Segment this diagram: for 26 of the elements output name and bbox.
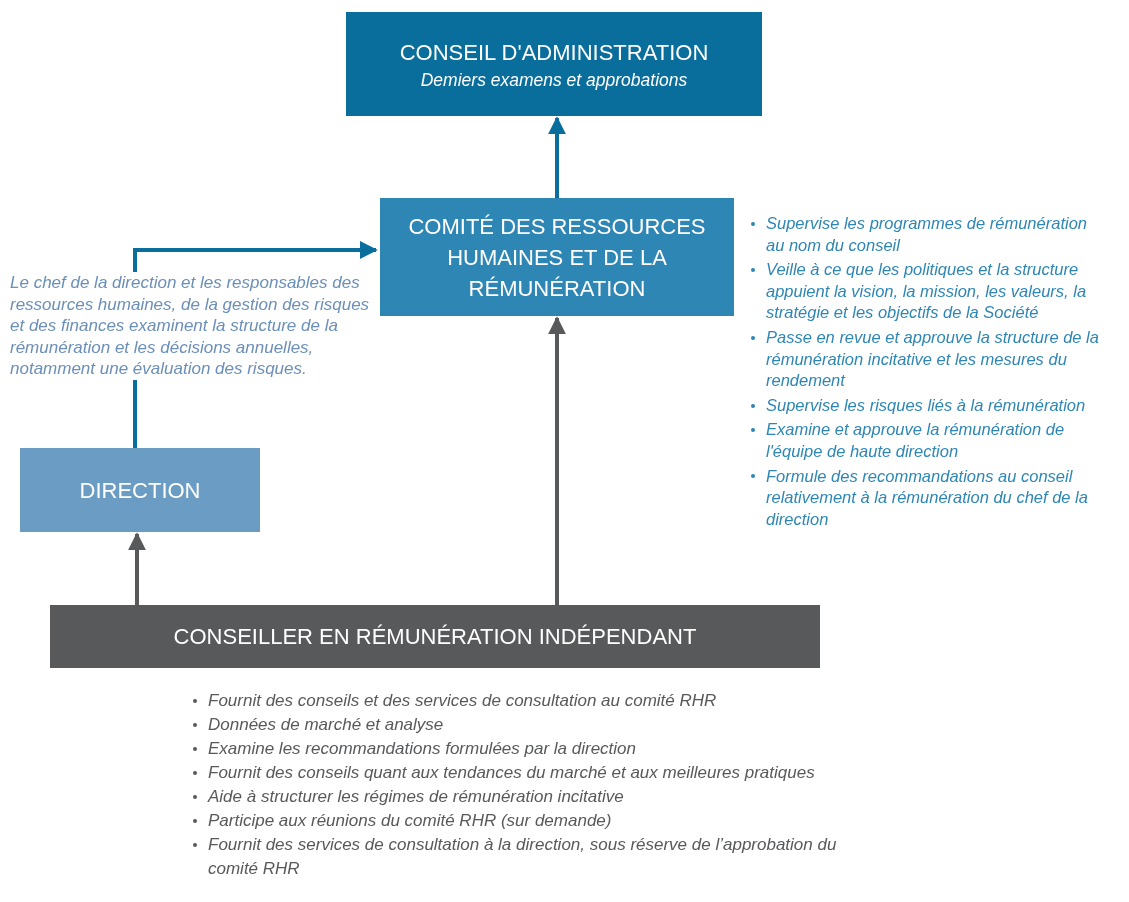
management-box xyxy=(20,448,260,532)
title: CONSEILLER EN RÉMUNÉRATION INDÉPENDANT xyxy=(173,623,697,651)
bullet-item: Fournit des services de consultation à la direction, sous réserve de l’approbation du comité RHR xyxy=(208,835,837,878)
consultant-box xyxy=(50,605,820,668)
bullet-item: Examine les recommandations formulées par la direction xyxy=(208,739,637,758)
bullet-item: Fournit des conseils quant aux tendances du marché et aux meilleures pratiques xyxy=(208,763,815,782)
subtitle: Demiers examens et approbations xyxy=(420,68,688,92)
bullet-item: Participe aux réunions du comité RHR (sur demande) xyxy=(208,811,612,830)
bullet-item: Supervise les risques liés à la rémunération xyxy=(766,395,1086,414)
bullet-item: Fournit des conseils et des services de consultation au comité RHR xyxy=(208,691,717,710)
bullet-item: Passe en revue et approuve la structure de la rémunération incitative et les mesures du rendement xyxy=(766,327,1099,390)
bullet-item: Aide à structurer les régimes de rémunération incitative xyxy=(208,787,624,806)
title: CONSEIL D'ADMINISTRATION xyxy=(399,38,709,67)
committee-box xyxy=(380,198,734,316)
arrow xyxy=(548,316,566,605)
board-box xyxy=(346,12,762,116)
bullet-item: Examine et approuve la rémunération de l'équipe de haute direction xyxy=(766,420,1065,460)
title: DIRECTION xyxy=(79,476,201,505)
title: COMITÉ DES RESSOURCES HUMAINES ET DE LA RÉMUNÉRATION xyxy=(407,212,707,303)
bullet-item: Veille à ce que les politiques et la structure appuient la vision, la mission, les valeurs, la stratégie et les objectifs de la Société xyxy=(766,260,1087,322)
bullet-item: Données de marché et analyse xyxy=(208,715,444,734)
arrow xyxy=(548,116,566,198)
edge-label: Le chef de la direction et les responsables des ressources humaines, de la gestion des risques et des finances examinent la structure de la rémunération et les décisions annuelles, notamment une évaluation des risques. xyxy=(10,272,372,380)
bullet-item: Formule des recommandations au conseil relativement à la rémunération du chef de la direction xyxy=(766,466,1088,528)
bullet-item: Supervise les programmes de rémunération au nom du conseil xyxy=(766,214,1087,254)
arrow xyxy=(128,532,146,605)
